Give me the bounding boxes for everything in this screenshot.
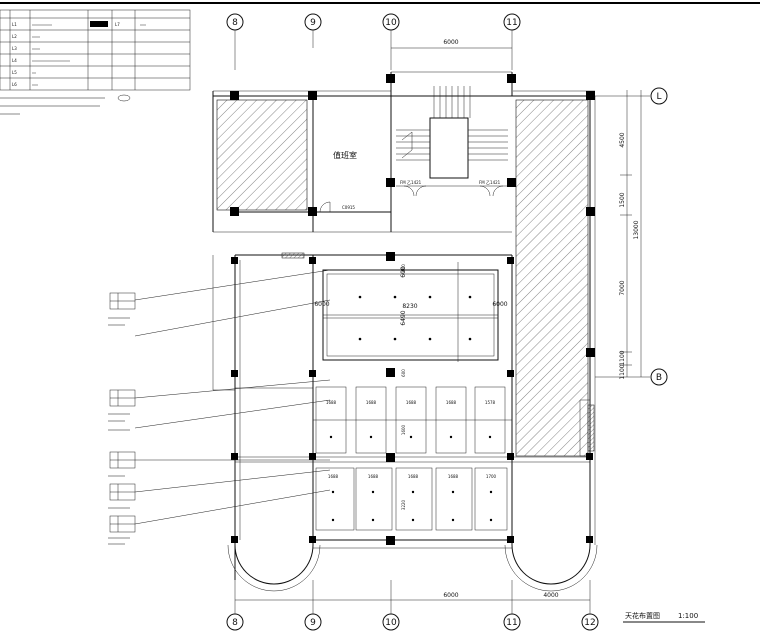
curved-bay-right — [511, 544, 591, 585]
dimension-label: 1600 — [401, 424, 406, 435]
dimension-label: 1688 — [328, 474, 339, 479]
grid-label: 8 — [232, 618, 238, 628]
dimension-label: 600 — [401, 264, 406, 272]
window-label: C0915 — [342, 205, 355, 210]
legend-code: L3 — [12, 46, 17, 51]
dimension-label: 600 — [400, 266, 407, 278]
dimension-label: 1100 — [619, 350, 626, 365]
hatched-area — [216, 99, 308, 211]
callout-tag-1 — [108, 292, 136, 326]
dimension-label: 6000 — [443, 592, 458, 599]
grid-axes-bottom: 8 9 10 11 12 6000 4000 — [226, 580, 599, 631]
dimension-label: 3220 — [401, 499, 406, 510]
dimension-label: 1688 — [406, 400, 417, 405]
dimension-label: 1688 — [366, 400, 377, 405]
callout-group — [134, 269, 331, 525]
drawing-title-text: 天花布置图 — [625, 611, 660, 620]
legend-code: L1 — [12, 22, 17, 27]
drawing-title: 天花布置图 1:100 — [623, 611, 705, 623]
grid-label: 11 — [506, 618, 517, 628]
ceiling-panel-large: 8230 6000 6000 6490 600 — [314, 262, 508, 362]
grid-axes-top: 8 9 10 11 6000 — [226, 13, 521, 70]
callout-tag-3 — [108, 429, 136, 477]
legend-code: L2 — [12, 34, 17, 39]
callout-tag-5 — [108, 515, 136, 545]
grid-label: L — [656, 92, 661, 102]
dimension-label: 6000 — [443, 39, 458, 46]
building-walls — [212, 71, 598, 592]
dimension-label: 4500 — [619, 132, 626, 147]
dimension-label: 1688 — [368, 474, 379, 479]
ceiling-panels-row1: 1688 1688 1688 1688 1578 — [313, 386, 512, 454]
ceiling-panels-row2: 1688 1688 1688 1688 1700 3220 1600 600 6… — [315, 264, 508, 531]
dimension-label: 4000 — [543, 592, 558, 599]
grid-label: 12 — [584, 618, 595, 628]
callout-tag-4 — [108, 483, 136, 509]
dimension-label: 1500 — [619, 192, 626, 207]
legend-code: L7 — [115, 22, 120, 27]
dimension-label: 1688 — [448, 474, 459, 479]
dimension-label: 600 — [401, 369, 406, 377]
dimension-label: 1688 — [326, 400, 337, 405]
dimension-label: 6000 — [314, 301, 329, 308]
grid-label: 9 — [310, 18, 316, 28]
dimension-label: 1688 — [408, 474, 419, 479]
callout-tag-2 — [108, 389, 136, 422]
legend-table: L1 L7 L2 L3 L4 L5 L6 — [0, 9, 191, 91]
drawing-scale-text: 1:100 — [678, 612, 698, 620]
dimension-label: 7000 — [619, 280, 626, 295]
grid-label: 8 — [232, 18, 238, 28]
grid-label: 10 — [385, 618, 397, 628]
dimension-label: 6000 — [492, 301, 507, 308]
dimension-label: 6490 — [400, 310, 407, 325]
room-label: 值班室 — [333, 150, 357, 160]
grid-axes-right: L B 4500 1500 7000 1100 1100 13000 — [595, 87, 668, 386]
general-notes — [0, 94, 131, 115]
stair-core — [429, 117, 469, 179]
dimension-label: 1688 — [446, 400, 457, 405]
grid-label: 9 — [310, 618, 316, 628]
legend-code: L4 — [12, 58, 17, 63]
door-label: FM 乙1421 — [400, 179, 422, 185]
legend-code: L5 — [12, 70, 17, 75]
dimension-label: 1100 — [619, 364, 626, 379]
grid-label: B — [656, 373, 662, 383]
structural-columns — [230, 74, 595, 545]
door-label: FM 乙1421 — [479, 179, 501, 185]
hatched-area — [515, 99, 589, 457]
dimension-label: 1700 — [486, 474, 497, 479]
grid-label: 10 — [385, 18, 397, 28]
curved-bay-left — [234, 544, 314, 585]
dimension-label: 8230 — [402, 303, 417, 310]
legend-code: L6 — [12, 82, 17, 87]
dimension-label: 1578 — [485, 400, 496, 405]
grid-label: 11 — [506, 18, 517, 28]
dimension-label: 13000 — [633, 220, 640, 239]
legend-swatch — [90, 21, 108, 27]
